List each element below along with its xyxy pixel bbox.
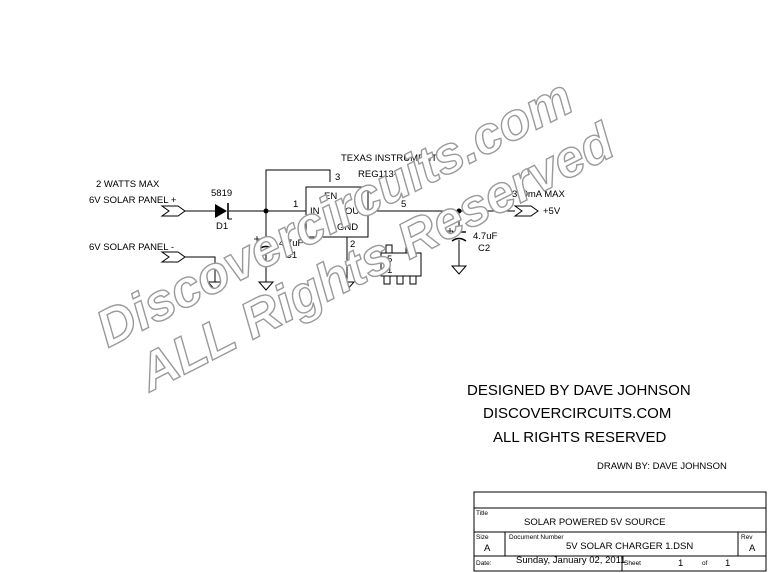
c2-ref-label: C2 — [478, 243, 490, 254]
package-pin-1: 1 — [387, 265, 392, 276]
pin-number-5: 5 — [401, 199, 406, 210]
sheet-total-value: 1 — [725, 558, 730, 569]
pin-en-label: EN — [324, 191, 337, 202]
docnum-field-label: Document Number — [509, 534, 564, 541]
diode-ref-label: D1 — [216, 221, 228, 232]
date-field-label: Date: — [476, 560, 492, 567]
ic-package-icon — [380, 244, 422, 285]
rev-field-label: Rev — [741, 534, 753, 541]
size-value: A — [484, 543, 491, 554]
c1-ref-label: C1 — [285, 250, 297, 261]
diode-part-label: 5819 — [211, 188, 232, 199]
pin-gnd-label: GND — [337, 222, 358, 233]
c1-value-label: 4.7uF — [279, 238, 303, 249]
capacitor-c2-icon — [447, 228, 467, 242]
credit-designer: DESIGNED BY DAVE JOHNSON — [467, 382, 691, 399]
credit-rights: ALL RIGHTS RESERVED — [493, 429, 667, 446]
wires — [185, 169, 515, 282]
pin-out-label: OUT — [345, 206, 365, 217]
pin-in-label: IN — [310, 206, 320, 217]
output-net-label: +5V — [543, 206, 561, 217]
ground-icon — [257, 281, 275, 291]
sheet-value: 1 — [678, 558, 683, 569]
regulator-ic-body — [305, 186, 369, 238]
diode-d1-icon — [215, 203, 232, 220]
pin-number-3: 3 — [335, 172, 340, 183]
size-field-label: Size — [476, 534, 489, 541]
ic-part-label: REG113-5 — [358, 169, 402, 180]
pin-number-2: 2 — [350, 239, 355, 250]
offpage-connector-solar-pos — [160, 205, 186, 217]
power-max-label: 2 WATTS MAX — [96, 179, 160, 190]
ground-icon — [450, 265, 468, 275]
offpage-connector-5v — [513, 205, 539, 217]
drawn-by-label: DRAWN BY: DAVE JOHNSON — [597, 461, 727, 472]
title-block — [473, 491, 767, 572]
credit-website: DISCOVERCIRCUITS.COM — [483, 405, 671, 422]
junction-dot — [456, 208, 462, 214]
manufacturer-label: TEXAS INSTRUMENTS — [341, 153, 443, 164]
sheet-field-label: Sheet — [624, 560, 641, 567]
ground-icon — [338, 281, 356, 291]
docnum-value: 5V SOLAR CHARGER 1.DSN — [566, 541, 693, 552]
package-pin-5: 5 — [387, 254, 392, 265]
solar-pos-label: 6V SOLAR PANEL + — [89, 195, 177, 206]
pin-number-1: 1 — [293, 199, 298, 210]
title-field-label: Title — [476, 510, 488, 517]
rev-value: A — [749, 543, 756, 554]
junction-dot — [263, 208, 269, 214]
c2-value-label: 4.7uF — [473, 231, 497, 242]
date-value: Sunday, January 02, 2011 — [516, 555, 626, 566]
offpage-connector-solar-neg — [160, 251, 186, 263]
current-max-label: 300mA MAX — [512, 189, 565, 200]
capacitor-c1-icon — [254, 236, 274, 250]
drawing-title: SOLAR POWERED 5V SOURCE — [524, 517, 665, 528]
ground-icon — [206, 281, 224, 291]
solar-neg-label: 6V SOLAR PANEL - — [89, 242, 174, 253]
of-field-label: of — [702, 560, 708, 567]
